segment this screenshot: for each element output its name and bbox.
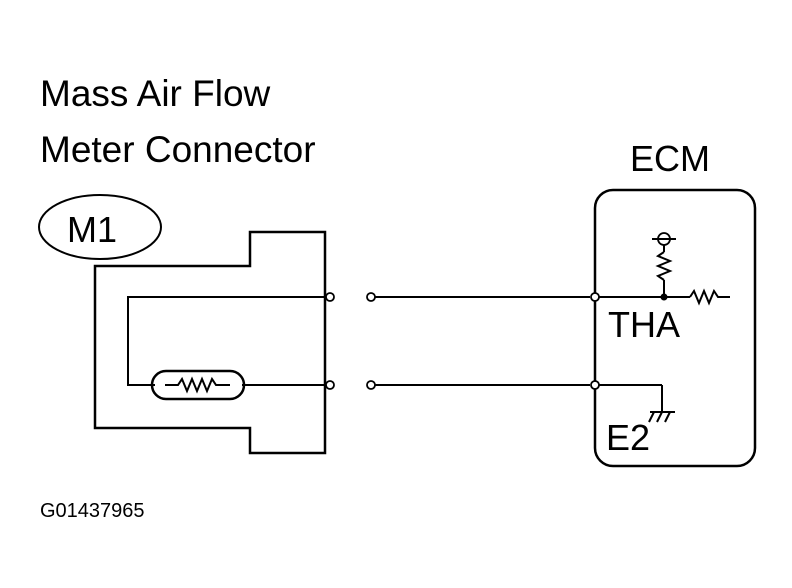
sensor-internal-wire — [127, 296, 330, 386]
ecm-pin-tha: THA — [608, 304, 680, 345]
ecm-terminal-tha — [590, 292, 600, 302]
harness-terminal-1 — [366, 292, 376, 302]
ground-hatch-3 — [664, 411, 671, 423]
connector-id: M1 — [67, 209, 117, 250]
ecm-pin-e2: E2 — [606, 417, 650, 458]
thermistor-resistor-symbol — [165, 376, 230, 394]
figure-code: G01437965 — [40, 500, 145, 522]
ecm-terminal-e2 — [590, 380, 600, 390]
connector-terminal-2 — [325, 380, 335, 390]
ecm-label: ECM — [630, 138, 710, 179]
connector-terminal-1 — [325, 292, 335, 302]
intake-air-temp-sensor — [150, 369, 246, 401]
connector-id-ellipse — [38, 194, 162, 260]
ground-hatch-1 — [648, 411, 655, 423]
ecm-input-resistor — [689, 288, 730, 306]
harness-terminal-2 — [366, 380, 376, 390]
connector-title-line1: Mass Air Flow — [40, 73, 271, 114]
connector-title-line2: Meter Connector — [40, 129, 316, 170]
connector-housing — [93, 230, 327, 455]
ecm-pullup-resistor — [655, 251, 673, 281]
ecm-box — [593, 188, 757, 468]
ground-hatch-2 — [656, 411, 663, 423]
